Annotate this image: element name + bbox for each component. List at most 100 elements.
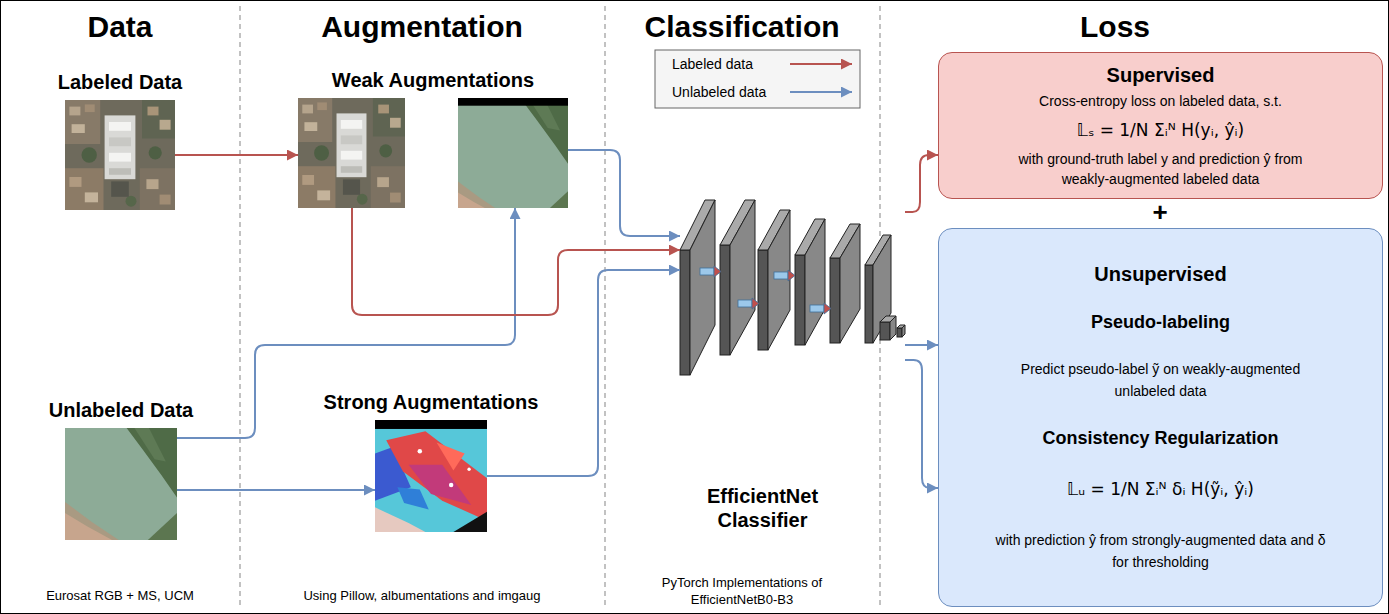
column-heading: Classification: [612, 10, 872, 44]
satellite-image: [437, 442, 465, 470]
satellite-image: [386, 431, 487, 521]
cnn-illustration: [897, 325, 905, 337]
cnn-illustration: [890, 316, 896, 340]
loss-box: SupervisedCross-entropy loss on labeled …: [938, 52, 1383, 199]
satellite-image: [453, 512, 487, 532]
classifier-label: EfficientNet Classifier: [688, 484, 838, 532]
cnn-illustration: [720, 200, 755, 355]
satellite-image: [458, 98, 568, 106]
box-heading: Unsupervised: [1094, 262, 1226, 286]
image-node: Labeled Data: [65, 100, 175, 210]
satellite-image: [375, 420, 487, 532]
cnn-illustration: [865, 265, 873, 343]
connector: [177, 489, 375, 491]
box-text: with prediction ŷ from strongly-augmente…: [996, 529, 1326, 573]
satellite-image: [298, 98, 405, 208]
cnn-illustration: [758, 250, 768, 350]
satellite-image: [65, 100, 175, 210]
legend-text: Labeled data: [672, 55, 753, 73]
satellite-image: [449, 94, 572, 217]
cnn-illustration: [830, 258, 840, 343]
cnn-illustration: [873, 235, 891, 343]
plus-sign: +: [1130, 198, 1190, 226]
cnn-illustration: [880, 316, 896, 340]
satellite-image: [449, 94, 572, 217]
satellite-image: [418, 449, 422, 453]
column-separator: [239, 6, 240, 608]
image-heading: Labeled Data: [0, 70, 295, 94]
image-heading: Strong Augmentations: [255, 390, 607, 414]
satellite-image: [375, 420, 487, 532]
cnn-illustration: [738, 300, 752, 307]
cnn-illustration: [690, 200, 715, 375]
connector: [487, 270, 680, 476]
footnote: PyTorch Implementations of EfficientNetB…: [627, 574, 857, 608]
connector: [568, 150, 680, 236]
cnn-illustration: [805, 219, 825, 345]
satellite-image: [298, 98, 405, 208]
cnn-illustration: [680, 200, 905, 375]
legend-box: [655, 50, 860, 108]
column-heading: Data: [10, 10, 230, 44]
box-text: Predict pseudo-label ỹ on weakly-augment…: [1001, 358, 1321, 402]
legend-line-sample: [790, 63, 852, 65]
cnn-illustration: [880, 322, 890, 340]
cnn-illustration: [795, 255, 805, 345]
formula: 𝕃ᵤ = 1/N Σᵢᴺ δᵢ H(ỹᵢ, ŷᵢ): [1067, 474, 1254, 504]
footnote: Using Pillow, albumentations and imgaug: [252, 588, 592, 604]
connector: [175, 154, 298, 156]
box-heading: Supervised: [1107, 63, 1215, 87]
image-node: Weak Augmentations: [298, 98, 568, 208]
cnn-illustration: [865, 235, 891, 343]
cnn-illustration: [700, 266, 831, 314]
image-node: Strong Augmentations: [375, 420, 487, 532]
box-heading: Pseudo-labeling: [1091, 311, 1230, 333]
satellite-image: [65, 428, 177, 540]
cnn-illustration: [768, 210, 790, 350]
box-text: Cross-entropy loss on labeled data, s.t.: [1039, 91, 1282, 111]
image-heading: Weak Augmentations: [178, 68, 688, 92]
footnote: Eurosat RGB + MS, UCM: [10, 588, 230, 604]
legend-text: Unlabeled data: [672, 83, 766, 101]
cnn-illustration: [788, 270, 795, 281]
satellite-image: [397, 487, 428, 509]
image-node: Unlabeled Data: [65, 428, 177, 540]
cnn-illustration: [902, 325, 905, 337]
satellite-image: [65, 428, 177, 540]
formula: 𝕃ₛ = 1/N Σᵢᴺ H(yᵢ, ŷᵢ): [1077, 115, 1244, 145]
satellite-image: [449, 94, 572, 217]
connector: [352, 208, 680, 315]
image-heading: Unlabeled Data: [0, 398, 297, 422]
cnn-illustration: [774, 272, 788, 279]
cnn-illustration: [680, 200, 715, 375]
cnn-illustration: [700, 268, 714, 275]
cnn-illustration: [714, 266, 721, 277]
connector: [905, 344, 938, 346]
classifier-node: EfficientNet Classifier: [680, 190, 905, 532]
cnn-illustration: [720, 245, 730, 355]
satellite-image: [65, 100, 175, 210]
cnn-illustration: [810, 305, 824, 312]
cnn-illustration: [680, 250, 690, 375]
box-heading: Consistency Regularization: [1042, 427, 1278, 449]
box-text: with ground-truth label y and prediction…: [1001, 149, 1321, 189]
satellite-image: [449, 483, 453, 487]
satellite-image: [467, 468, 470, 471]
cnn-illustration: [897, 328, 902, 337]
legend-box: [655, 50, 860, 108]
column-separator: [240, 6, 880, 608]
cnn-illustration: [824, 303, 831, 314]
cnn-illustration: [730, 200, 755, 355]
cnn-illustration: [752, 298, 759, 309]
satellite-image: [375, 420, 487, 429]
legend-line-sample: [790, 91, 852, 93]
column-heading: Augmentation: [252, 10, 592, 44]
column-separator: [604, 6, 605, 608]
connector: [905, 360, 938, 488]
cnn-illustration: [830, 224, 860, 343]
loss-box: UnsupervisedPseudo-labelingPredict pseud…: [938, 228, 1383, 607]
cnn-illustration: [840, 224, 860, 343]
connector: [905, 155, 938, 212]
